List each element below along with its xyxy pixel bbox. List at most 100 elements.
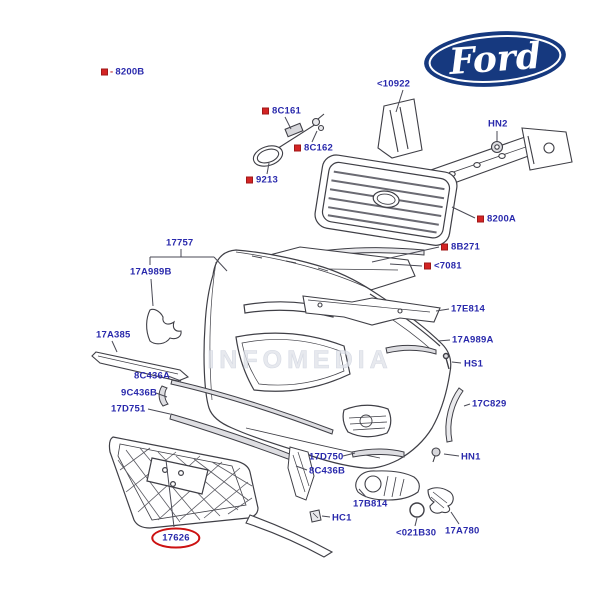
corner-hatched-moulding-drawing: [287, 446, 315, 501]
part-number-text: HS1: [464, 358, 484, 370]
part-label-17626[interactable]: 17626: [151, 527, 201, 549]
part-label-HN1[interactable]: HN1: [461, 452, 481, 463]
leader-line: [295, 465, 308, 471]
ford-badge-part-drawing: [252, 145, 284, 167]
emblem-screw-drawing: [271, 113, 325, 153]
part-label-HC1[interactable]: HC1: [332, 513, 352, 524]
leader-line: [437, 339, 451, 342]
part-number-text: 9213: [256, 174, 278, 186]
leader-line: [155, 392, 168, 398]
leader-line: [371, 246, 440, 263]
leader-line: [150, 278, 154, 307]
part-number-text: 17A385: [96, 329, 131, 341]
part-label-17D750[interactable]: 17D750: [309, 452, 343, 463]
part-label-9213[interactable]: 9213: [246, 175, 278, 186]
leader-line: [443, 453, 460, 457]
leader-line: [414, 517, 418, 527]
part-label-17A989B[interactable]: 17A989B: [130, 267, 172, 278]
bumper-lip-strip-drawing: [245, 514, 334, 558]
part-label-17D751[interactable]: 17D751: [111, 404, 145, 415]
part-label-7081[interactable]: <7081: [424, 261, 462, 272]
part-label-8C436B[interactable]: 8C436B: [309, 466, 345, 477]
leader-line: [213, 256, 228, 272]
part-number-text: 8C436A: [134, 370, 171, 382]
part-number-text: 17D751: [111, 403, 146, 415]
part-label-10922[interactable]: <10922: [377, 79, 410, 90]
part-label-9C436B[interactable]: 9C436B: [121, 388, 157, 399]
part-number-text: 8B271: [451, 241, 480, 253]
leader-line: [147, 408, 171, 415]
part-label-17A385[interactable]: 17A385: [96, 330, 130, 341]
part-number-text: 17E814: [451, 303, 485, 315]
marker-dash: -: [110, 66, 114, 78]
part-label-8200B[interactable]: -8200B: [101, 67, 144, 78]
fog-bezel-drawing: [355, 470, 420, 501]
hc1-clip-drawing: [309, 509, 322, 523]
part-label-17E814[interactable]: 17E814: [451, 304, 485, 315]
part-number-text: HN2: [488, 118, 508, 130]
lower-stiffener-drawing: [302, 295, 441, 326]
hn2-nut-drawing: [490, 140, 504, 154]
part-number-text: 17A989A: [452, 334, 494, 346]
part-label-8B271[interactable]: 8B271: [441, 242, 480, 253]
part-number-text: 8200A: [487, 213, 516, 225]
tow-bracket-drawing: [427, 487, 454, 514]
part-number-text: 17626: [162, 532, 190, 544]
ford-logo: Ford: [424, 31, 566, 87]
leader-line: [321, 515, 331, 518]
ford-logo-oval: [424, 31, 566, 87]
hs1-screw-drawing: [442, 352, 450, 370]
marker-square-icon: [477, 215, 484, 223]
leader-line: [311, 130, 318, 143]
part-number-text: 17D750: [309, 451, 344, 463]
part-number-text: HC1: [332, 512, 352, 524]
part-label-17A780[interactable]: 17A780: [445, 526, 479, 537]
part-number-text: 17A780: [445, 525, 480, 537]
leader-line: [342, 452, 356, 457]
corner-moulding-drawing: [445, 387, 464, 443]
upper-swoosh-strip-drawing: [170, 379, 334, 435]
marker-square-icon: [424, 262, 431, 270]
part-number-text: 17A989B: [130, 266, 172, 278]
marker-square-icon: [101, 68, 108, 76]
part-number-text: 8200B: [115, 66, 145, 78]
marker-square-icon: [246, 176, 253, 184]
watermark-text: INFOMEDIA: [207, 346, 392, 374]
part-label-021B30[interactable]: <021B30: [396, 528, 436, 539]
leader-line: [167, 375, 182, 382]
part-label-8C436A[interactable]: 8C436A: [134, 371, 170, 382]
part-number-text: 8C161: [272, 105, 301, 117]
part-label-8C162[interactable]: 8C162: [294, 143, 333, 154]
leader-line: [395, 89, 404, 113]
part-label-8C161[interactable]: 8C161: [262, 106, 301, 117]
part-label-17B814[interactable]: 17B814: [353, 499, 387, 510]
leader-line: [389, 263, 423, 267]
bumper-moulding-strip-drawing: [385, 344, 437, 355]
part-label-17C829[interactable]: 17C829: [472, 399, 506, 410]
leader-line: [284, 116, 292, 130]
part-number-text: <021B30: [396, 527, 437, 539]
part-number-text: 8C436B: [309, 465, 346, 477]
leader-line: [450, 511, 460, 525]
ford-logo-text: Ford: [447, 35, 542, 83]
part-label-HN2[interactable]: HN2: [488, 119, 508, 130]
marker-square-icon: [294, 144, 301, 152]
part-number-text: 17757: [166, 237, 194, 249]
marker-square-icon: [441, 243, 448, 251]
leader-line: [266, 162, 270, 175]
part-number-text: <7081: [434, 260, 462, 272]
part-label-8200A[interactable]: 8200A: [477, 214, 516, 225]
part-label-17A989A[interactable]: 17A989A: [452, 335, 494, 346]
leader-line: [111, 340, 118, 353]
part-label-HS1[interactable]: HS1: [464, 359, 483, 370]
part-label-17757[interactable]: 17757: [166, 238, 193, 249]
blanking-plug-drawing: [409, 502, 425, 518]
right-trim-strip-drawing: [351, 448, 405, 458]
lower-grille-drawing: [108, 436, 259, 529]
leader-line: [165, 459, 175, 528]
leader-line: [463, 403, 471, 407]
leader-lines: [111, 89, 498, 528]
